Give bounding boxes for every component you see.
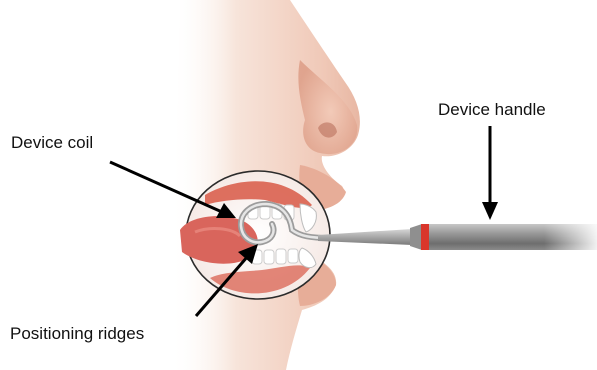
label-device-coil: Device coil (11, 133, 93, 153)
device-handle (410, 224, 597, 250)
label-positioning-ridges: Positioning ridges (10, 324, 144, 344)
arrow-device-handle (482, 126, 498, 220)
label-device-handle: Device handle (438, 100, 546, 120)
device-shaft (318, 229, 412, 245)
